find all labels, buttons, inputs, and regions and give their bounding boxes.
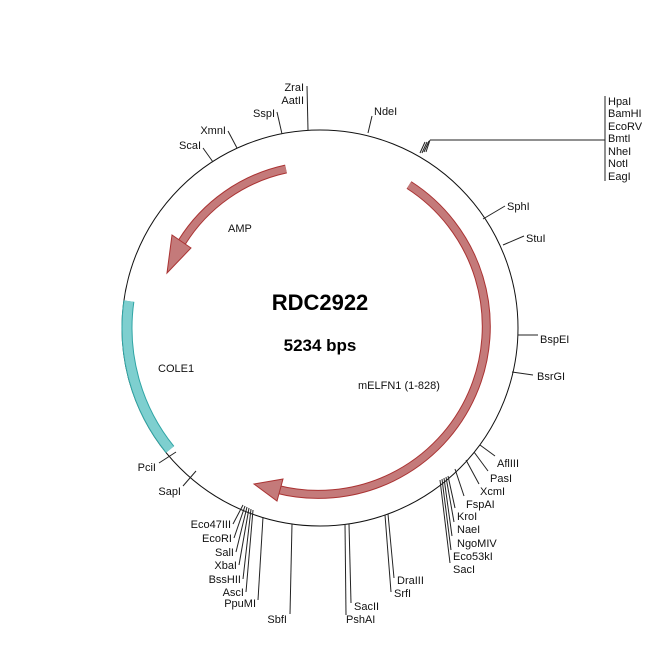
site-lines-left: [158, 451, 197, 487]
site-zrai[interactable]: ZraI: [284, 82, 304, 94]
feature-melfn1-arrow[interactable]: [252, 181, 491, 502]
site-scai[interactable]: ScaI: [179, 140, 201, 152]
site-bamhi[interactable]: BamHI: [608, 108, 642, 120]
site-ppumi[interactable]: PpuMI: [224, 598, 256, 610]
site-sapi[interactable]: SapI: [158, 486, 181, 498]
site-bmti[interactable]: BmtI: [608, 133, 631, 145]
site-asci[interactable]: AscI: [223, 587, 244, 599]
site-eco53ki[interactable]: Eco53kI: [453, 551, 493, 563]
site-aatii[interactable]: AatII: [281, 95, 304, 107]
site-sali[interactable]: SalI: [215, 547, 234, 559]
site-lines-mcs: [419, 96, 606, 181]
site-sspi[interactable]: SspI: [253, 108, 275, 120]
site-sacii[interactable]: SacII: [354, 601, 379, 613]
site-pasi[interactable]: PasI: [490, 473, 512, 485]
site-noti[interactable]: NotI: [608, 158, 628, 170]
site-afliii[interactable]: AflIII: [497, 458, 519, 470]
site-bsshii[interactable]: BssHII: [209, 574, 241, 586]
site-xbai[interactable]: XbaI: [214, 560, 237, 572]
feature-amp-arrow[interactable]: [166, 164, 287, 275]
site-bspei[interactable]: BspEI: [540, 334, 569, 346]
site-ngomiv[interactable]: NgoMIV: [457, 538, 497, 550]
site-srfi[interactable]: SrfI: [394, 588, 411, 600]
site-lines-lower-left: [232, 504, 254, 593]
cole1-label: COLE1: [158, 363, 194, 375]
site-stui[interactable]: StuI: [526, 233, 546, 245]
site-draiii[interactable]: DraIII: [397, 575, 424, 587]
site-lines-lower-right: [439, 444, 496, 564]
site-ecorv[interactable]: EcoRV: [608, 121, 643, 133]
site-saci[interactable]: SacI: [453, 564, 475, 576]
plasmid-size: 5234 bps: [284, 336, 357, 355]
site-lines-right: [482, 205, 538, 376]
site-pcii[interactable]: PciI: [138, 462, 156, 474]
site-sbfi[interactable]: SbfI: [267, 614, 287, 626]
site-hpai[interactable]: HpaI: [608, 96, 631, 108]
site-ndei[interactable]: NdeI: [374, 106, 397, 118]
plasmid-backbone: [121, 129, 519, 527]
feature-cole1[interactable]: [121, 300, 175, 453]
plasmid-name: RDC2922: [272, 290, 369, 315]
site-lines-top: [202, 85, 373, 163]
melfn1-label: mELFN1 (1-828): [358, 380, 440, 392]
site-kroi[interactable]: KroI: [457, 511, 477, 523]
site-fspai[interactable]: FspAI: [466, 499, 495, 511]
site-sphi[interactable]: SphI: [507, 201, 530, 213]
site-bsrgi[interactable]: BsrGI: [537, 371, 565, 383]
amp-label: AMP: [228, 223, 252, 235]
site-eco47iii[interactable]: Eco47III: [191, 519, 231, 531]
site-xcmi[interactable]: XcmI: [480, 486, 505, 498]
site-eagi[interactable]: EagI: [608, 171, 631, 183]
site-ecori[interactable]: EcoRI: [202, 533, 232, 545]
site-pshai[interactable]: PshAI: [346, 614, 375, 626]
site-xmni[interactable]: XmnI: [200, 125, 226, 137]
site-nhei[interactable]: NheI: [608, 146, 631, 158]
site-lines-bottom: [257, 513, 395, 616]
site-naei[interactable]: NaeI: [457, 524, 480, 536]
